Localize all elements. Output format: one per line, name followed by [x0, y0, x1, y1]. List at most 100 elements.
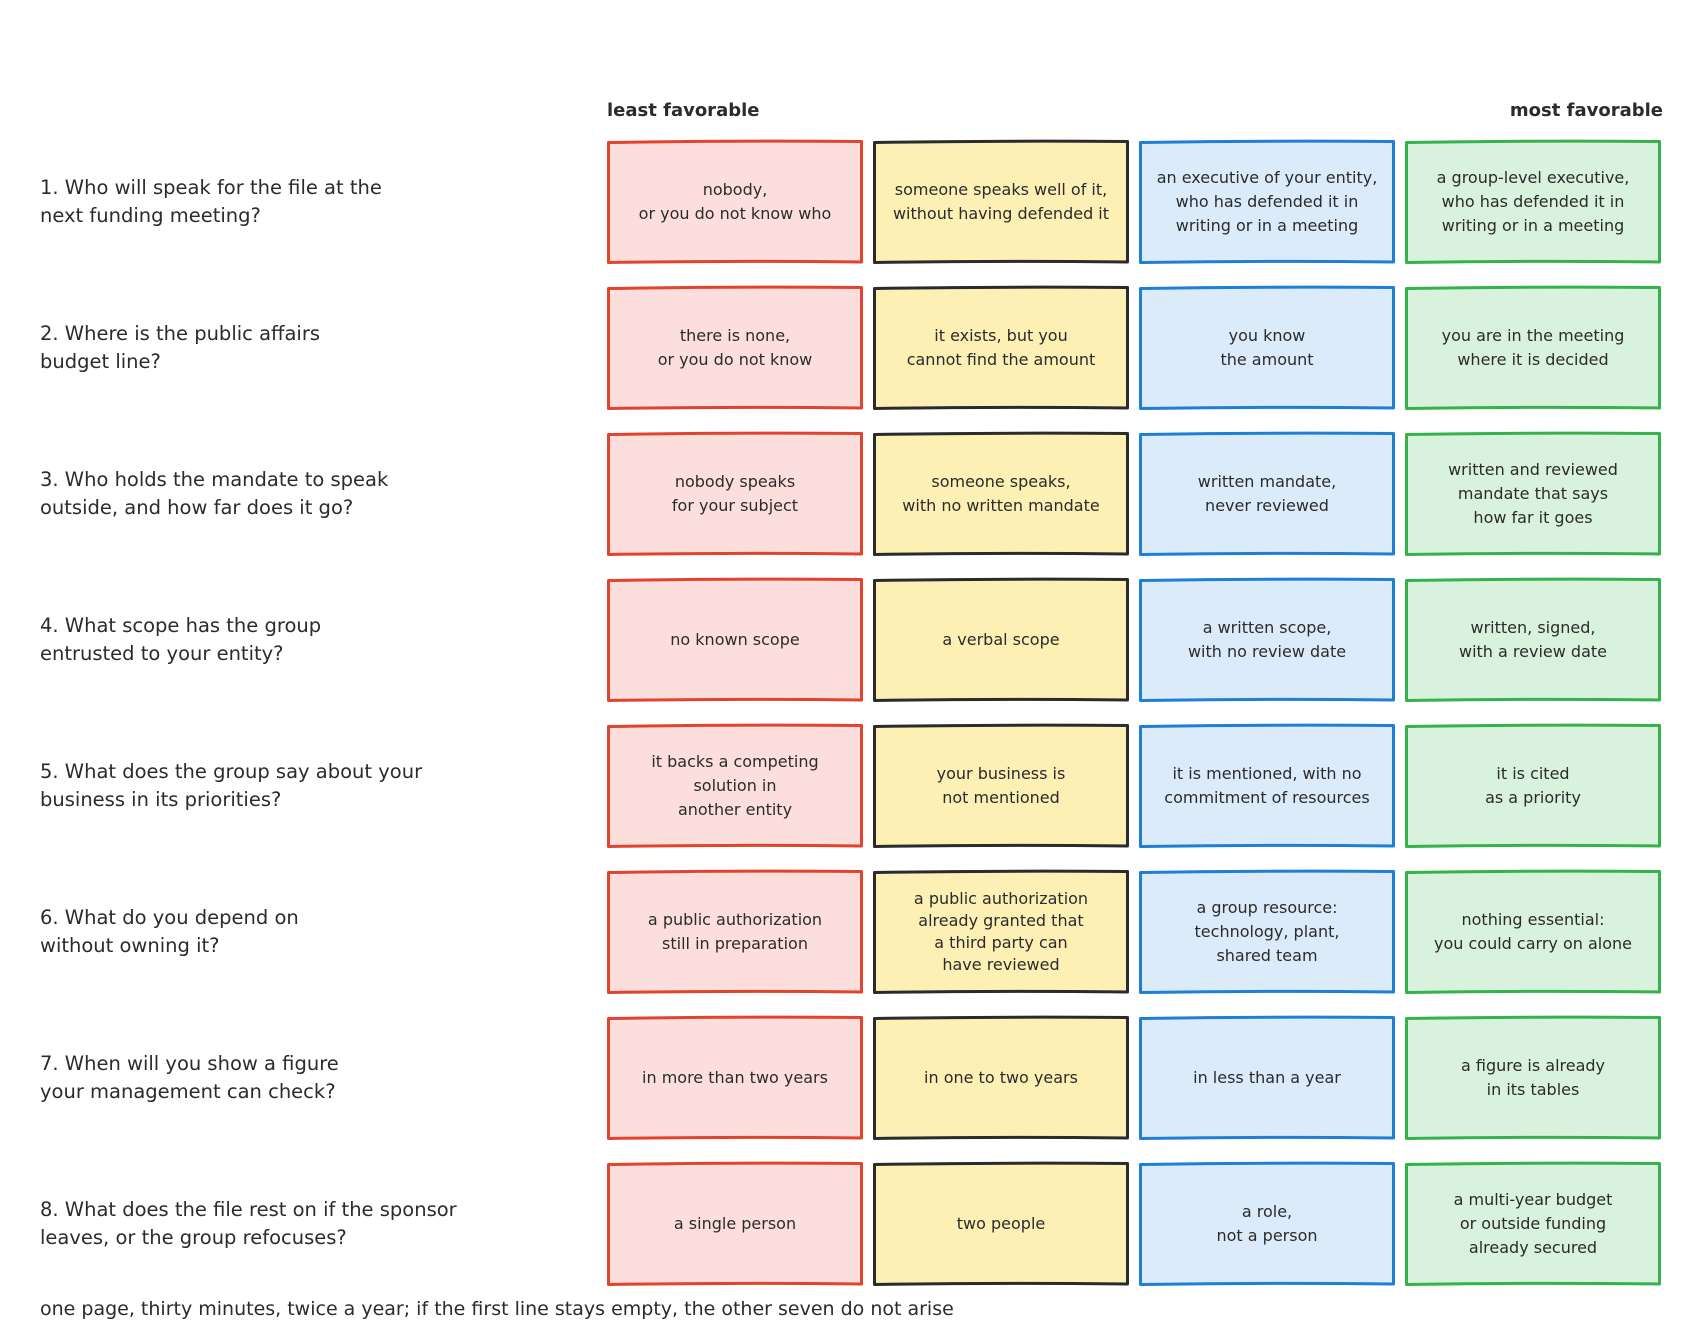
- rating-cell-high: you know the amount: [1139, 285, 1395, 410]
- question-label: 7. When will you show a figure your mana…: [40, 1052, 339, 1103]
- question-label: 1. Who will speak for the file at the ne…: [40, 176, 382, 227]
- rating-cell-least: in more than two years: [607, 1015, 863, 1140]
- cell-frame: [1139, 139, 1395, 264]
- rating-cell-most: nothing essential: you could carry on al…: [1405, 869, 1661, 994]
- cell-frame: [873, 577, 1129, 702]
- rating-cell-high: a group resource: technology, plant, sha…: [1139, 869, 1395, 994]
- cell-text: someone speaks, with no written mandate: [902, 472, 1100, 515]
- cell-text: a verbal scope: [942, 630, 1060, 649]
- rating-cell-least: nobody speaks for your subject: [607, 431, 863, 556]
- cell-text: a single person: [673, 1214, 797, 1233]
- cell-frame: [1405, 431, 1661, 556]
- cell-text: it is mentioned, with no commitment of r…: [1164, 764, 1370, 807]
- cell-text: written, signed, with a review date: [1459, 618, 1607, 661]
- rating-cell-most: a figure is already in its tables: [1405, 1015, 1661, 1140]
- rating-cell-most: written and reviewed mandate that says h…: [1405, 431, 1661, 556]
- cell-text: a public authorization already granted t…: [913, 889, 1089, 974]
- rating-cell-low: in one to two years: [873, 1015, 1129, 1140]
- question-label: 5. What does the group say about your bu…: [40, 760, 423, 811]
- rating-cell-most: a multi-year budget or outside funding a…: [1405, 1161, 1661, 1286]
- cell-frame: [873, 285, 1129, 410]
- criteria-row: 2. Where is the public affairs budget li…: [0, 285, 1700, 410]
- cell-text: someone speaks well of it, without havin…: [892, 180, 1110, 223]
- cell-text: your business is not mentioned: [936, 764, 1066, 807]
- rating-cell-least: no known scope: [607, 577, 863, 702]
- criteria-row: 6. What do you depend on without owning …: [0, 869, 1700, 994]
- criteria-row: 8. What does the file rest on if the spo…: [0, 1161, 1700, 1286]
- cell-frame: [607, 869, 863, 994]
- cell-text: a role, not a person: [1216, 1202, 1318, 1245]
- cell-frame: [607, 285, 863, 410]
- question-label: 2. Where is the public affairs budget li…: [40, 322, 320, 373]
- cell-text: in less than a year: [1193, 1068, 1341, 1087]
- rating-cell-high: in less than a year: [1139, 1015, 1395, 1140]
- cell-frame: [873, 139, 1129, 264]
- cell-text: a group-level executive, who has defende…: [1436, 168, 1630, 235]
- rating-cell-most: it is cited as a priority: [1405, 723, 1661, 848]
- cell-frame: [1405, 577, 1661, 702]
- cell-text: written and reviewed mandate that says h…: [1448, 460, 1618, 527]
- rating-cell-most: written, signed, with a review date: [1405, 577, 1661, 702]
- cell-text: there is none, or you do not know: [657, 326, 813, 369]
- cell-frame: [873, 1161, 1129, 1286]
- rating-cell-least: there is none, or you do not know: [607, 285, 863, 410]
- cell-frame: [607, 1015, 863, 1140]
- cell-frame: [1405, 285, 1661, 410]
- rating-cell-high: a role, not a person: [1139, 1161, 1395, 1286]
- cell-frame: [607, 139, 863, 264]
- cell-frame: [1405, 139, 1661, 264]
- cell-text: an executive of your entity, who has def…: [1156, 168, 1378, 235]
- cell-text: it backs a competing solution in another…: [651, 752, 819, 819]
- question-label: 3. Who holds the mandate to speak outsid…: [40, 468, 389, 519]
- cell-frame: [873, 1015, 1129, 1140]
- rating-cell-least: a public authorization still in preparat…: [607, 869, 863, 994]
- cell-frame: [1139, 285, 1395, 410]
- question-label: 8. What does the file rest on if the spo…: [40, 1198, 457, 1249]
- cell-frame: [873, 723, 1129, 848]
- cell-text: a figure is already in its tables: [1460, 1056, 1606, 1099]
- criteria-row: 1. Who will speak for the file at the ne…: [0, 139, 1700, 264]
- most-favorable-label: most favorable: [1509, 100, 1663, 121]
- criteria-row: 4. What scope has the group entrusted to…: [0, 577, 1700, 702]
- cell-frame: [1405, 723, 1661, 848]
- cell-frame: [1139, 577, 1395, 702]
- cell-frame: [873, 431, 1129, 556]
- rating-cell-high: written mandate, never reviewed: [1139, 431, 1395, 556]
- cell-frame: [1405, 869, 1661, 994]
- rating-cell-most: a group-level executive, who has defende…: [1405, 139, 1661, 264]
- cell-text: nothing essential: you could carry on al…: [1434, 910, 1632, 953]
- cell-frame: [607, 577, 863, 702]
- cell-frame: [1405, 1015, 1661, 1140]
- rating-cell-low: your business is not mentioned: [873, 723, 1129, 848]
- criteria-row: 3. Who holds the mandate to speak outsid…: [0, 431, 1700, 556]
- cell-text: nobody, or you do not know who: [638, 180, 832, 223]
- rating-cell-high: it is mentioned, with no commitment of r…: [1139, 723, 1395, 848]
- cell-frame: [1139, 1161, 1395, 1286]
- cell-text: you are in the meeting where it is decid…: [1441, 326, 1625, 369]
- cell-text: two people: [956, 1214, 1046, 1233]
- rating-cell-least: nobody, or you do not know who: [607, 139, 863, 264]
- cell-text: in one to two years: [924, 1068, 1078, 1087]
- cell-text: it exists, but you cannot find the amoun…: [906, 326, 1096, 369]
- rating-cell-most: you are in the meeting where it is decid…: [1405, 285, 1661, 410]
- cell-text: you know the amount: [1220, 326, 1314, 369]
- cell-frame: [1139, 723, 1395, 848]
- rating-cell-high: a written scope, with no review date: [1139, 577, 1395, 702]
- cell-frame: [607, 1161, 863, 1286]
- cell-text: a group resource: technology, plant, sha…: [1194, 898, 1340, 965]
- cell-frame: [1139, 431, 1395, 556]
- cell-text: no known scope: [670, 630, 800, 649]
- cell-text: in more than two years: [642, 1068, 828, 1087]
- cell-text: a written scope, with no review date: [1187, 618, 1347, 661]
- rating-cell-low: a public authorization already granted t…: [873, 869, 1129, 994]
- cell-frame: [607, 431, 863, 556]
- scale-header: least favorable most favorable: [607, 100, 1663, 126]
- question-label: 6. What do you depend on without owning …: [40, 906, 299, 957]
- question-label: 4. What scope has the group entrusted to…: [40, 614, 322, 665]
- cell-frame: [1139, 1015, 1395, 1140]
- cell-text: nobody speaks for your subject: [671, 472, 799, 515]
- rating-cell-low: someone speaks well of it, without havin…: [873, 139, 1129, 264]
- cell-frame: [873, 869, 1129, 994]
- footer-note: one page, thirty minutes, twice a year; …: [40, 1298, 954, 1320]
